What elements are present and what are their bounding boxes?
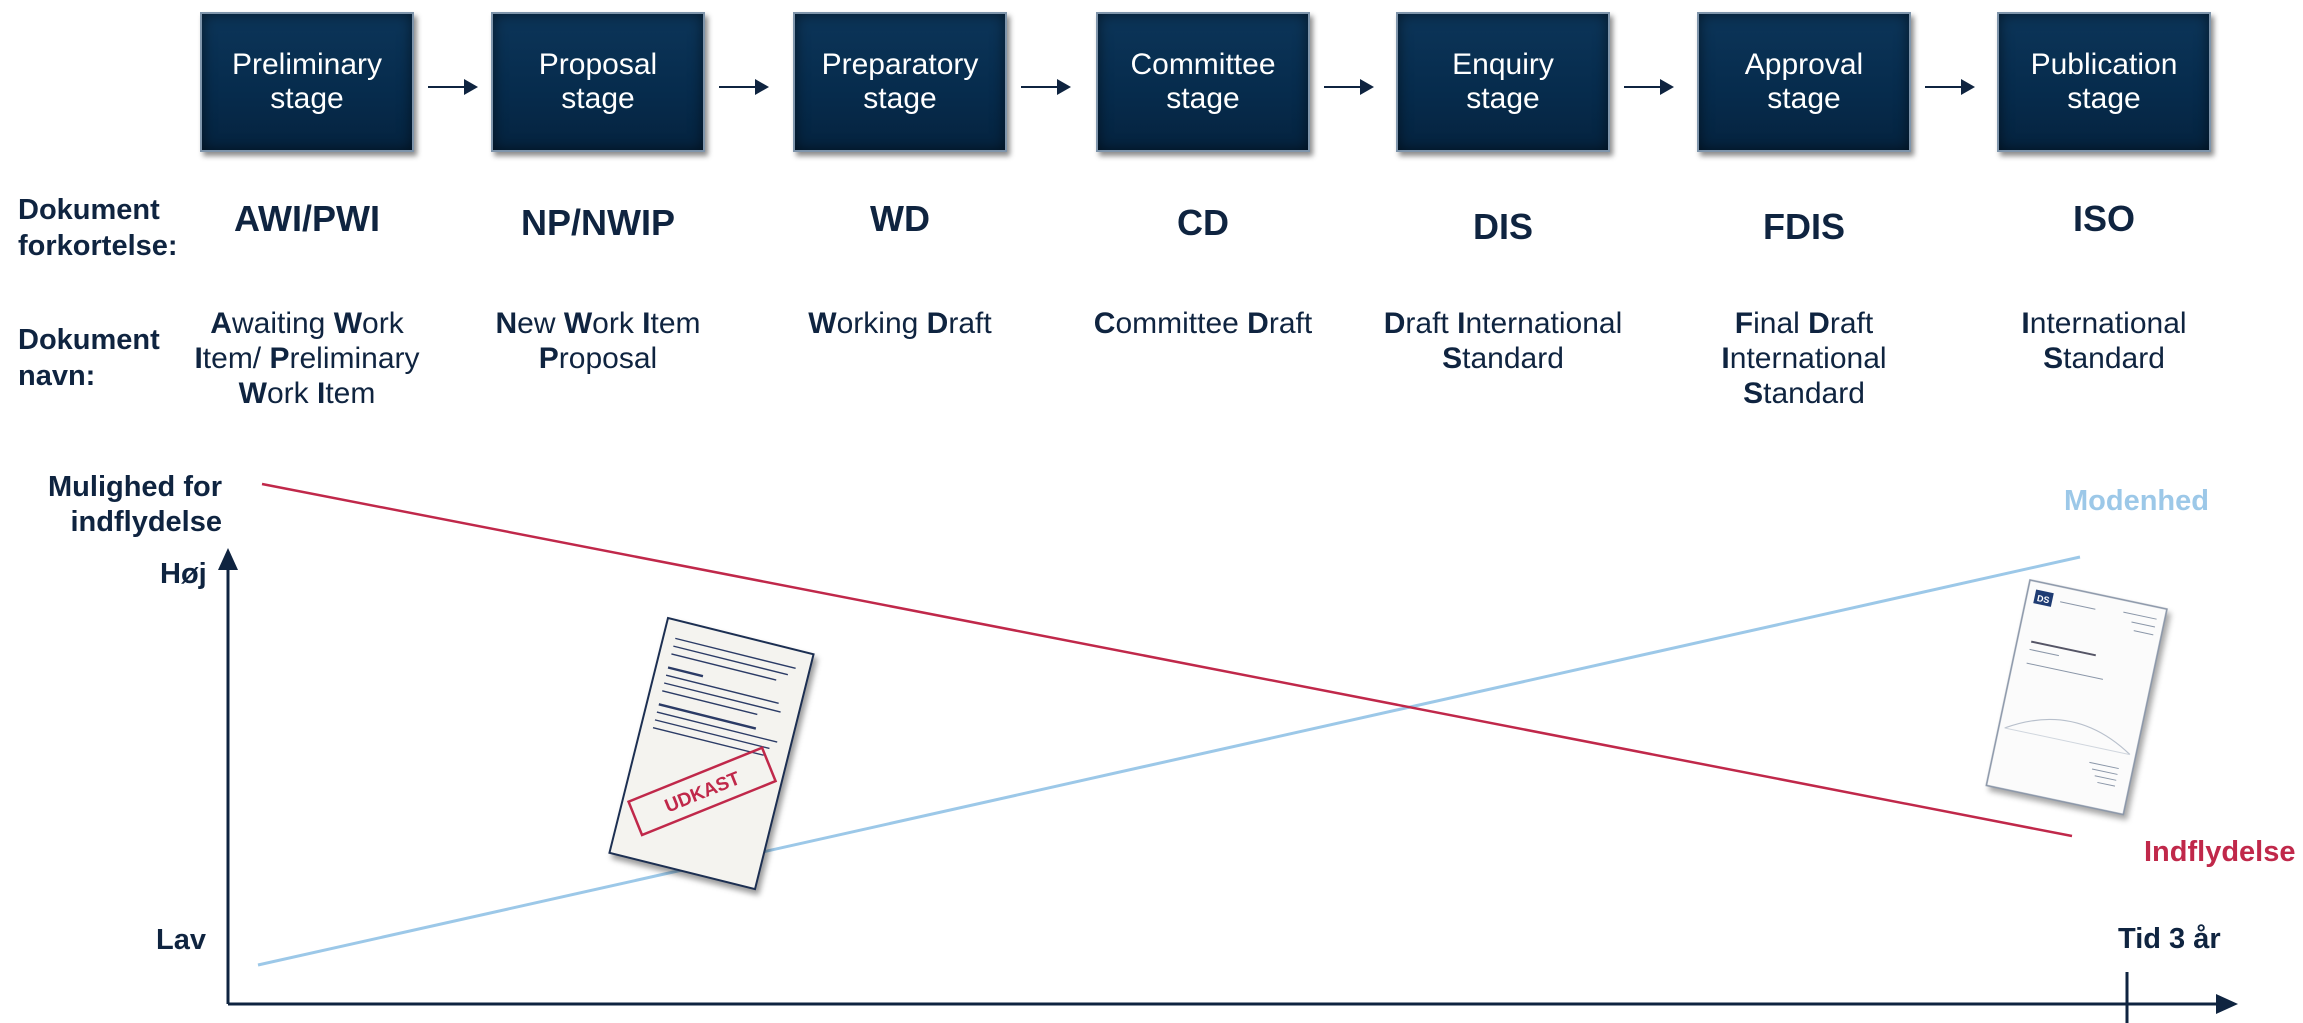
stage-box: Preliminary stage — [200, 12, 414, 152]
stage-box: Enquiry stage — [1396, 12, 1610, 152]
stage-arrow — [1925, 79, 1975, 95]
stage-arrow — [428, 79, 478, 95]
doc-name-word: ork — [362, 307, 404, 340]
doc-name-initial: I — [316, 377, 326, 410]
doc-name-word: roposal — [558, 342, 658, 375]
doc-name: Working Draft — [770, 306, 1030, 341]
stage-box: Preparatory stage — [793, 12, 1007, 152]
doc-name-initial: I — [642, 307, 651, 340]
doc-name-word: ommittee — [1115, 307, 1248, 340]
doc-name-word: ork — [266, 377, 317, 410]
abbr-row-label: Dokument forkortelse: — [18, 194, 178, 262]
stage-label: Approval stage — [1744, 48, 1864, 115]
stage-arrow — [719, 79, 769, 95]
doc-name-word: raft — [1268, 307, 1313, 340]
doc-name-initial: I — [194, 342, 203, 375]
doc-name-initial: S — [2043, 342, 2064, 375]
doc-name-word: tem — [650, 307, 701, 340]
doc-name-word: tandard — [1763, 377, 1865, 410]
doc-name-initial: A — [210, 307, 232, 340]
name-row-label: Dokument navn: — [18, 324, 160, 392]
doc-name-word: tem/ — [202, 342, 270, 375]
stage-arrow — [1324, 79, 1374, 95]
doc-abbreviation: FDIS — [1762, 206, 1845, 247]
doc-name: Committee Draft — [1073, 306, 1333, 341]
doc-name-initial: P — [269, 342, 290, 375]
doc-name-initial: F — [1734, 307, 1754, 340]
doc-name-word: raft — [948, 307, 992, 340]
doc-name-word: nternational — [1729, 342, 1887, 375]
standard-document-icon: DS — [1985, 579, 2168, 816]
doc-name-word: reliminary — [289, 342, 420, 375]
doc-name-initial: D — [1247, 307, 1269, 340]
doc-name: Draft International Standard — [1373, 306, 1633, 376]
y-high-label: Høj — [160, 558, 207, 590]
stage-box: Committee stage — [1096, 12, 1310, 152]
doc-name-word: raft — [1829, 307, 1874, 340]
doc-name-initial: W — [333, 307, 363, 340]
doc-name-word: ew — [517, 307, 564, 340]
maturity-label: Modenhed — [2064, 485, 2209, 517]
svg-text:DS: DS — [2036, 593, 2050, 605]
stage-label: Publication stage — [2030, 48, 2178, 115]
doc-name: Awaiting Work Item/ Preliminary Work Ite… — [177, 306, 437, 411]
stage-label: Committee stage — [1130, 48, 1276, 115]
doc-abbreviation: WD — [870, 198, 930, 239]
doc-name-initial: P — [538, 342, 559, 375]
doc-name-initial: W — [238, 377, 267, 410]
doc-name-initial: N — [495, 307, 518, 340]
doc-name: New Work Item Proposal — [468, 306, 728, 376]
doc-name-word: tandard — [1462, 342, 1564, 375]
stage-arrow — [1624, 79, 1674, 95]
doc-name-word: nternational — [2029, 307, 2187, 340]
y-axis-arrowhead — [218, 548, 238, 570]
doc-name: Final Draft International Standard — [1674, 306, 1934, 411]
doc-abbreviation: AWI/PWI — [234, 198, 380, 239]
doc-name-initial: C — [1093, 307, 1116, 340]
doc-name-initial: D — [926, 307, 949, 340]
doc-name-initial: S — [1442, 342, 1463, 375]
stage-arrow — [1021, 79, 1071, 95]
doc-name-word: inal — [1753, 307, 1809, 340]
influence-line — [261, 482, 2073, 838]
doc-name-initial: I — [2021, 307, 2030, 340]
stage-label: Preparatory stage — [821, 48, 979, 115]
doc-name-word: ork — [592, 307, 643, 340]
doc-name-word: tem — [325, 377, 376, 410]
doc-name-initial: S — [1743, 377, 1764, 410]
stage-label: Preliminary stage — [231, 48, 383, 115]
doc-abbreviation: NP/NWIP — [520, 202, 675, 243]
doc-abbreviation: DIS — [1472, 206, 1533, 247]
doc-name-word: nternational — [1465, 307, 1623, 340]
stage-label: Enquiry stage — [1452, 48, 1554, 115]
stage-label: Proposal stage — [538, 48, 658, 115]
time-end-label: Tid 3 år — [2118, 923, 2221, 955]
doc-abbreviation: CD — [1177, 202, 1229, 243]
maturity-line — [257, 555, 2081, 967]
y-axis-title: Mulighed for indflydelse — [48, 471, 222, 538]
doc-name-initial: I — [1457, 307, 1466, 340]
stage-box: Publication stage — [1997, 12, 2211, 152]
doc-name-word: tandard — [2063, 342, 2165, 375]
doc-name-initial: I — [1721, 342, 1730, 375]
y-low-label: Lav — [156, 924, 206, 956]
doc-name-initial: W — [563, 307, 593, 340]
doc-abbreviation: ISO — [2072, 198, 2135, 239]
doc-name-initial: D — [1383, 307, 1406, 340]
stage-box: Proposal stage — [491, 12, 705, 152]
draft-document-icon: UDKAST — [608, 616, 815, 891]
stage-box: Approval stage — [1697, 12, 1911, 152]
influence-label: Indflydelse — [2144, 836, 2296, 868]
doc-name-initial: W — [808, 307, 837, 340]
doc-name-initial: D — [1808, 307, 1830, 340]
x-axis-arrowhead — [2216, 994, 2238, 1014]
doc-name-word: raft — [1405, 307, 1458, 340]
doc-name-word: orking — [836, 307, 927, 340]
doc-name-word: waiting — [231, 307, 334, 340]
doc-name: International Standard — [1974, 306, 2234, 376]
